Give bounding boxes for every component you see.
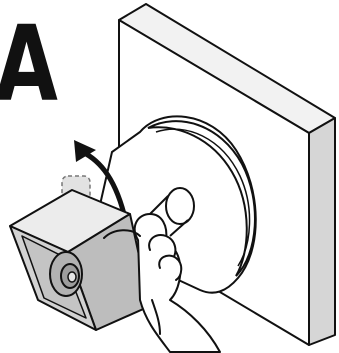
wall-plate-edge [309, 118, 335, 345]
camera-lens-center [68, 272, 76, 282]
knob [166, 188, 194, 224]
